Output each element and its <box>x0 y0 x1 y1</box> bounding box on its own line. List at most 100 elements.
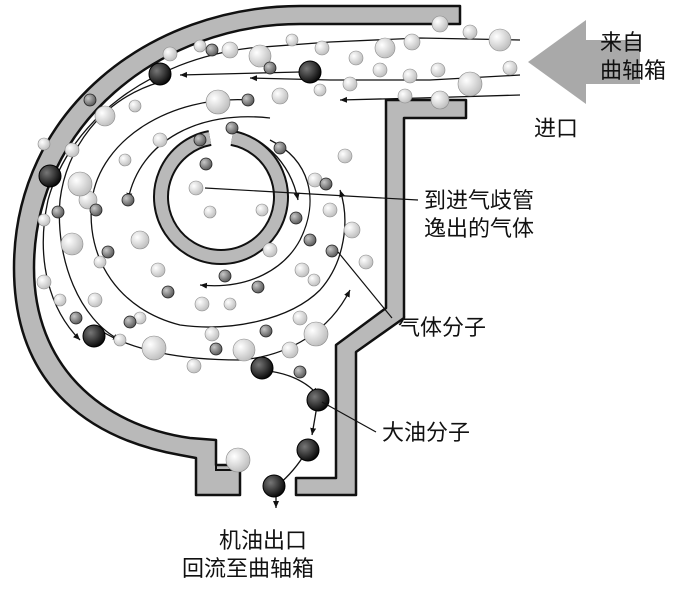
large-oil-droplet <box>82 324 106 348</box>
gas-molecule <box>294 262 310 278</box>
escaped-gas-label: 到进气歧管 逸出的气体 <box>424 188 534 244</box>
gas-molecule <box>152 132 168 148</box>
oil-droplet <box>193 133 207 147</box>
gas-molecule <box>130 230 150 250</box>
gas-molecule <box>221 41 239 59</box>
flow-arrow <box>179 71 301 78</box>
oil-droplet <box>205 43 219 57</box>
oil-droplet <box>241 93 255 107</box>
inlet-source-label: 来自 曲轴箱 <box>600 30 666 86</box>
gas-molecule <box>67 171 93 197</box>
gas-molecule <box>307 273 321 287</box>
oil-droplet <box>209 342 223 356</box>
oil-droplet <box>69 311 83 325</box>
gas-molecule <box>37 213 51 227</box>
gas-molecule <box>314 40 330 56</box>
oil-droplet <box>83 93 97 107</box>
gas-molecule <box>322 202 338 218</box>
left-arrow-icon <box>528 20 640 104</box>
gas-molecule <box>292 310 308 326</box>
gas-molecule <box>262 242 278 258</box>
gas-molecule <box>285 33 299 47</box>
flow-arrow <box>58 81 161 341</box>
gas-molecule <box>402 68 418 84</box>
oil-droplet <box>225 121 239 135</box>
oil-droplet <box>289 211 303 225</box>
gas-molecule <box>186 358 202 374</box>
oil-molecules-label: 大油分子 <box>382 420 470 448</box>
gas-molecule <box>372 62 388 78</box>
gas-molecule <box>203 205 217 219</box>
gas-molecule <box>374 37 396 59</box>
inlet-label: 进口 <box>534 116 578 144</box>
flow-arrow <box>126 116 271 201</box>
gas-molecule <box>255 203 269 217</box>
oil-outlet-line2: 回流至曲轴箱 <box>182 557 315 582</box>
gas-molecule <box>205 89 231 115</box>
gas-molecule <box>87 292 103 308</box>
gas-molecule <box>194 296 210 312</box>
oil-droplet <box>325 244 339 258</box>
oil-droplet <box>263 61 277 75</box>
gas-molecule <box>64 142 80 158</box>
gas-molecule <box>403 33 421 51</box>
gas-molecule <box>150 262 166 278</box>
large-oil-droplet <box>262 474 286 498</box>
gas-molecule <box>281 341 299 359</box>
escaped-gas-line1: 到进气歧管 <box>424 189 535 214</box>
gas-molecule <box>348 50 364 66</box>
large-oil-droplet <box>296 438 320 462</box>
housing-right-wall <box>294 98 468 497</box>
oil-droplet <box>273 141 287 155</box>
gas-molecule <box>36 274 52 290</box>
oil-droplet <box>251 280 265 294</box>
gas-molecule <box>248 44 272 68</box>
gas-molecule <box>343 221 361 239</box>
large-oil-droplet <box>298 60 322 84</box>
pointer-gas-molecule <box>337 251 393 319</box>
gas-molecule <box>223 297 237 311</box>
gas-molecule <box>204 326 220 342</box>
large-oil-droplet <box>38 164 62 188</box>
gas-molecule <box>502 60 518 76</box>
large-oil-droplet <box>148 62 172 86</box>
gas-molecule <box>141 335 167 361</box>
gas-molecule <box>337 148 353 164</box>
gas-molecule <box>342 76 358 92</box>
gas-molecule <box>462 24 478 40</box>
oil-droplet <box>161 285 175 299</box>
gas-molecule <box>53 293 67 307</box>
oil-droplet <box>89 203 103 217</box>
oil-droplet <box>199 157 213 171</box>
gas-molecule <box>60 232 84 256</box>
escaped-gas-line2: 逸出的气体 <box>424 217 535 242</box>
oil-droplet <box>293 365 307 379</box>
oil-droplet <box>218 269 232 283</box>
oil-droplet <box>123 315 137 329</box>
oil-droplet <box>319 177 333 191</box>
gas-molecule <box>313 83 327 97</box>
oil-outlet-label: 机油出口 回流至曲轴箱 <box>182 528 314 584</box>
flow-arrow <box>90 99 346 328</box>
gas-molecules-label: 气体分子 <box>398 315 486 343</box>
gas-molecule <box>225 447 251 473</box>
gas-molecule <box>37 137 51 151</box>
oil-droplet <box>121 193 135 207</box>
gas-molecule <box>188 180 204 196</box>
gas-molecule <box>430 90 450 110</box>
oil-droplet <box>101 245 115 259</box>
gas-molecule <box>431 15 449 33</box>
large-oil-droplet <box>250 356 274 380</box>
oil-droplet <box>303 233 317 247</box>
gas-molecule <box>128 99 142 113</box>
pointer-escaped-gas <box>204 187 419 201</box>
gas-molecule <box>358 254 374 270</box>
gas-molecule <box>113 333 127 347</box>
gas-molecule <box>397 88 413 104</box>
oil-molecules-text: 大油分子 <box>382 421 471 446</box>
gas-molecule <box>430 62 446 78</box>
oil-outlet-line1: 机油出口 <box>219 529 308 554</box>
gas-molecule <box>162 46 178 62</box>
gas-molecule <box>193 39 207 53</box>
inlet-source-line1: 来自 <box>600 31 645 56</box>
